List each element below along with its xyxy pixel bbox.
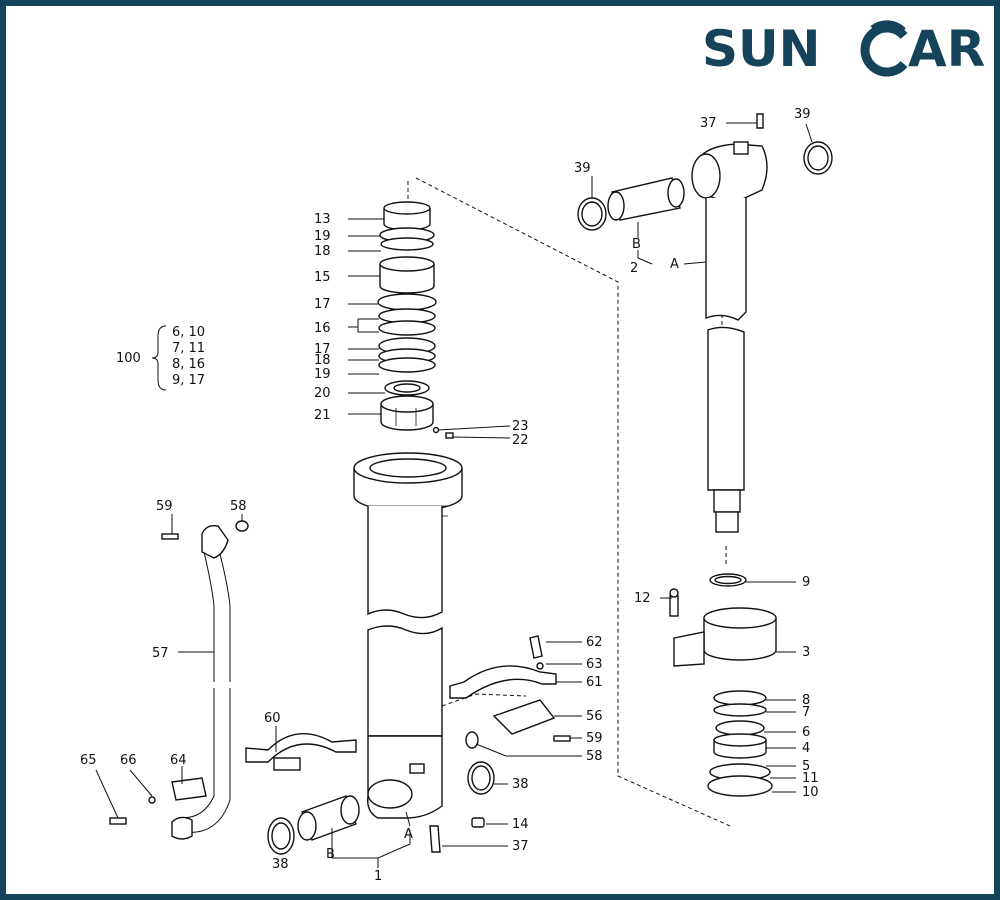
label-59-left: 59: [156, 499, 173, 514]
label-58-left: 58: [230, 499, 247, 514]
label-13: 13: [314, 212, 331, 227]
ref-b-upper: B: [632, 237, 641, 252]
kit-item-1: 6, 10: [172, 325, 205, 340]
label-61: 61: [586, 675, 603, 690]
label-8: 8: [802, 693, 810, 708]
label-4: 4: [802, 741, 810, 756]
label-11: 11: [802, 771, 819, 786]
logo-text-part-2: AR: [908, 20, 985, 78]
label-3: 3: [802, 645, 810, 660]
label-60: 60: [264, 711, 281, 726]
label-37-bottom: 37: [512, 839, 529, 854]
label-6: 6: [802, 725, 810, 740]
label-19-bottom: 19: [314, 367, 331, 382]
logo-text-part-1: SUN: [702, 20, 820, 78]
label-16: 16: [314, 321, 331, 336]
ref-a-lower: A: [404, 827, 413, 842]
label-9: 9: [802, 575, 810, 590]
label-12: 12: [634, 591, 651, 606]
label-7: 7: [802, 705, 810, 720]
piston-group: [669, 573, 777, 797]
label-63: 63: [586, 657, 603, 672]
lower-bushing-group: [267, 731, 495, 855]
label-64: 64: [170, 753, 187, 768]
hydraulic-pipe: [109, 520, 357, 840]
label-22: 22: [512, 433, 529, 448]
label-66: 66: [120, 753, 137, 768]
label-59-right: 59: [586, 731, 603, 746]
label-56: 56: [586, 709, 603, 724]
label-39-right: 39: [794, 107, 811, 122]
label-62: 62: [586, 635, 603, 650]
label-5: 5: [802, 759, 810, 774]
kit-item-2: 7, 11: [172, 341, 205, 356]
leader-lines: [95, 122, 813, 868]
label-23: 23: [512, 419, 529, 434]
kit-brace-group: 100 6, 10 7, 11 8, 16 9, 17: [116, 325, 205, 391]
label-38-left: 38: [272, 857, 289, 872]
logo-c-icon: [860, 20, 908, 77]
seal-stack: [377, 201, 454, 439]
label-2: 2: [630, 261, 638, 276]
label-14: 14: [512, 817, 529, 832]
label-39-left: 39: [574, 161, 591, 176]
label-20: 20: [314, 386, 331, 401]
label-21: 21: [314, 408, 331, 423]
label-37-top: 37: [700, 116, 717, 131]
suncar-logo: SUN AR: [702, 20, 985, 78]
label-10: 10: [802, 785, 819, 800]
cylinder-tube: [353, 452, 485, 853]
label-19-top: 19: [314, 229, 331, 244]
kit-item-4: 9, 17: [172, 373, 205, 388]
ref-b-lower: B: [326, 847, 335, 862]
label-58-right: 58: [586, 749, 603, 764]
clamp-and-fittings: [449, 635, 571, 742]
label-1: 1: [374, 869, 382, 884]
piston-rod: [577, 113, 833, 533]
label-38-right: 38: [512, 777, 529, 792]
ref-a-upper: A: [670, 257, 679, 272]
label-18-top: 18: [314, 244, 331, 259]
label-65: 65: [80, 753, 97, 768]
part-labels: 13 19 18 15 17 16 17 18 19 20 21 23 22 5…: [80, 107, 819, 884]
kit-item-3: 8, 16: [172, 357, 205, 372]
label-17-top: 17: [314, 297, 331, 312]
label-57: 57: [152, 646, 169, 661]
label-18-bottom: 18: [314, 353, 331, 368]
label-17-bottom: 17: [314, 342, 331, 357]
label-15: 15: [314, 270, 331, 285]
kit-number-label: 100: [116, 351, 141, 366]
exploded-cylinder-diagram: SUN AR 100 6, 10 7, 11 8, 16 9, 17: [80, 20, 985, 884]
